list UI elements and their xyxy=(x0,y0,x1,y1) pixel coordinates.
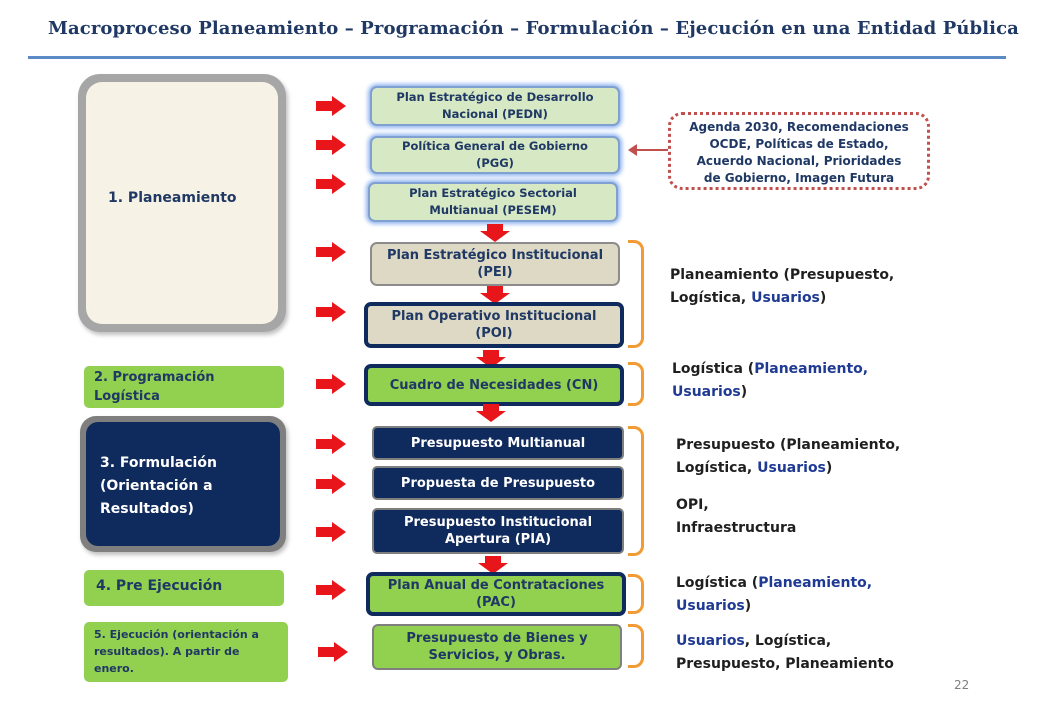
note-planeamiento-close: ) xyxy=(819,290,827,306)
note-cn: Logística (Planeamiento, Usuarios) xyxy=(672,358,868,404)
box-pgg-line1: Política General de Gobierno xyxy=(402,139,588,153)
agenda-line3: Acuerdo Nacional, Prioridades xyxy=(696,154,902,168)
note-presupuesto-close: ) xyxy=(825,460,833,476)
brace-planeamiento xyxy=(628,240,644,348)
phase-ejecucion-line2: resultados). A partir de xyxy=(94,645,240,658)
box-pesem-line2: Multianual (PESEM) xyxy=(429,203,557,217)
note-planeamiento-line1: Planeamiento (Presupuesto, xyxy=(670,267,895,283)
note-ejecucion-logistica: , Logística, xyxy=(744,633,832,649)
phase-formulacion: 3. Formulación (Orientación a Resultados… xyxy=(80,416,286,552)
note-opi-line1: OPI, xyxy=(676,497,709,513)
box-pgg-line2: (PGG) xyxy=(476,156,514,170)
note-pac-logistica: Logística ( xyxy=(676,575,759,591)
box-pac-line2: (PAC) xyxy=(476,595,516,610)
arrow-right-icon xyxy=(316,96,346,116)
box-bienes-line1: Presupuesto de Bienes y xyxy=(406,631,588,646)
box-pgg: Política General de Gobierno (PGG) xyxy=(370,136,620,174)
phase-formulacion-line2: (Orientación a xyxy=(100,478,213,494)
note-ejecucion-usuarios: Usuarios xyxy=(676,633,745,649)
note-planeamiento: Planeamiento (Presupuesto, Logística, Us… xyxy=(670,264,894,310)
phase-ejecucion-line1: 5. Ejecución (orientación a xyxy=(94,628,259,641)
phase-ejecucion-line3: enero. xyxy=(94,662,134,675)
box-pei-line2: (PEI) xyxy=(477,265,513,280)
box-pac-line1: Plan Anual de Contrataciones xyxy=(387,578,605,593)
brace-cn xyxy=(628,362,644,406)
page-title: Macroproceso Planeamiento – Programación… xyxy=(48,18,1019,39)
box-cn: Cuadro de Necesidades (CN) xyxy=(364,364,624,406)
title-divider xyxy=(28,56,1006,59)
arrow-right-icon xyxy=(316,374,346,394)
arrow-left-icon xyxy=(628,144,668,156)
arrow-down-icon xyxy=(478,556,508,574)
page-number: 22 xyxy=(954,678,970,692)
box-pac: Plan Anual de Contrataciones (PAC) xyxy=(366,572,626,616)
box-pei: Plan Estratégico Institucional (PEI) xyxy=(370,242,620,286)
box-pedn-line1: Plan Estratégico de Desarrollo xyxy=(396,90,594,104)
arrow-right-icon xyxy=(318,642,348,662)
phase-programacion-line1: 2. Programación xyxy=(94,370,215,385)
note-planeamiento-logistica: Logística, xyxy=(670,290,752,306)
box-poi: Plan Operativo Institucional (POI) xyxy=(364,302,624,348)
note-cn-planeamiento: Planeamiento, xyxy=(754,361,869,377)
note-opi-line2: Infraestructura xyxy=(676,520,797,536)
arrow-right-icon xyxy=(316,302,346,322)
box-pia-line2: Apertura (PIA) xyxy=(444,532,552,547)
brace-formulacion xyxy=(628,426,644,556)
note-pac-usuarios: Usuarios xyxy=(676,598,745,614)
agenda-line1: Agenda 2030, Recomendaciones xyxy=(689,120,909,134)
arrow-down-icon xyxy=(476,404,506,422)
arrow-right-icon xyxy=(316,522,346,542)
note-presupuesto-line1: Presupuesto (Planeamiento, xyxy=(676,437,901,453)
phase-programacion-line2: Logística xyxy=(94,389,160,404)
note-ejecucion: Usuarios, Logística, Presupuesto, Planea… xyxy=(676,630,894,676)
agenda-line2: OCDE, Políticas de Estado, xyxy=(709,137,889,151)
arrow-down-icon xyxy=(480,286,510,304)
note-presupuesto-logistica: Logística, xyxy=(676,460,758,476)
note-cn-close: ) xyxy=(740,384,748,400)
note-pac-planeamiento: Planeamiento, xyxy=(758,575,873,591)
note-cn-usuarios: Usuarios xyxy=(672,384,741,400)
box-pia-line1: Presupuesto Institucional xyxy=(403,515,593,530)
phase-planeamiento: 1. Planeamiento xyxy=(78,74,286,332)
arrow-right-icon xyxy=(316,174,346,194)
note-presupuesto: Presupuesto (Planeamiento, Logística, Us… xyxy=(676,434,900,480)
phase-formulacion-line1: 3. Formulación xyxy=(100,455,217,471)
phase-formulacion-line3: Resultados) xyxy=(100,501,194,517)
note-opi: OPI, Infraestructura xyxy=(676,494,796,540)
note-planeamiento-usuarios: Usuarios xyxy=(751,290,820,306)
phase-pre-ejecucion: 4. Pre Ejecución xyxy=(84,570,284,606)
phase-ejecucion: 5. Ejecución (orientación a resultados).… xyxy=(84,622,288,682)
box-bienes-servicios: Presupuesto de Bienes y Servicios, y Obra… xyxy=(372,624,622,670)
box-poi-line2: (POI) xyxy=(475,326,513,341)
box-poi-line1: Plan Operativo Institucional xyxy=(391,309,597,324)
arrow-right-icon xyxy=(316,434,346,454)
agenda-callout: Agenda 2030, Recomendaciones OCDE, Polít… xyxy=(668,112,930,190)
box-pei-line1: Plan Estratégico Institucional xyxy=(386,248,604,263)
phase-planeamiento-label: 1. Planeamiento xyxy=(108,190,237,206)
arrow-right-icon xyxy=(316,242,346,262)
arrow-down-icon xyxy=(480,224,510,242)
box-presupuesto-multianual: Presupuesto Multianual xyxy=(372,426,624,460)
note-pac: Logística (Planeamiento, Usuarios) xyxy=(676,572,872,618)
note-presupuesto-usuarios: Usuarios xyxy=(757,460,826,476)
arrow-right-icon xyxy=(316,580,346,600)
brace-pac xyxy=(628,574,644,614)
note-cn-logistica: Logística ( xyxy=(672,361,755,377)
box-pedn-line2: Nacional (PEDN) xyxy=(442,107,548,121)
box-bienes-line2: Servicios, y Obras. xyxy=(428,648,566,663)
brace-bienes xyxy=(628,624,644,668)
arrow-right-icon xyxy=(316,135,346,155)
agenda-line4: de Gobierno, Imagen Futura xyxy=(703,171,895,185)
box-pesem-line1: Plan Estratégico Sectorial xyxy=(409,186,577,200)
phase-programacion: 2. Programación Logística xyxy=(84,366,284,408)
arrow-right-icon xyxy=(316,474,346,494)
note-pac-close: ) xyxy=(744,598,752,614)
box-propuesta-presupuesto: Propuesta de Presupuesto xyxy=(372,466,624,500)
note-ejecucion-line2: Presupuesto, Planeamiento xyxy=(676,656,894,672)
arrow-down-icon xyxy=(476,350,506,368)
